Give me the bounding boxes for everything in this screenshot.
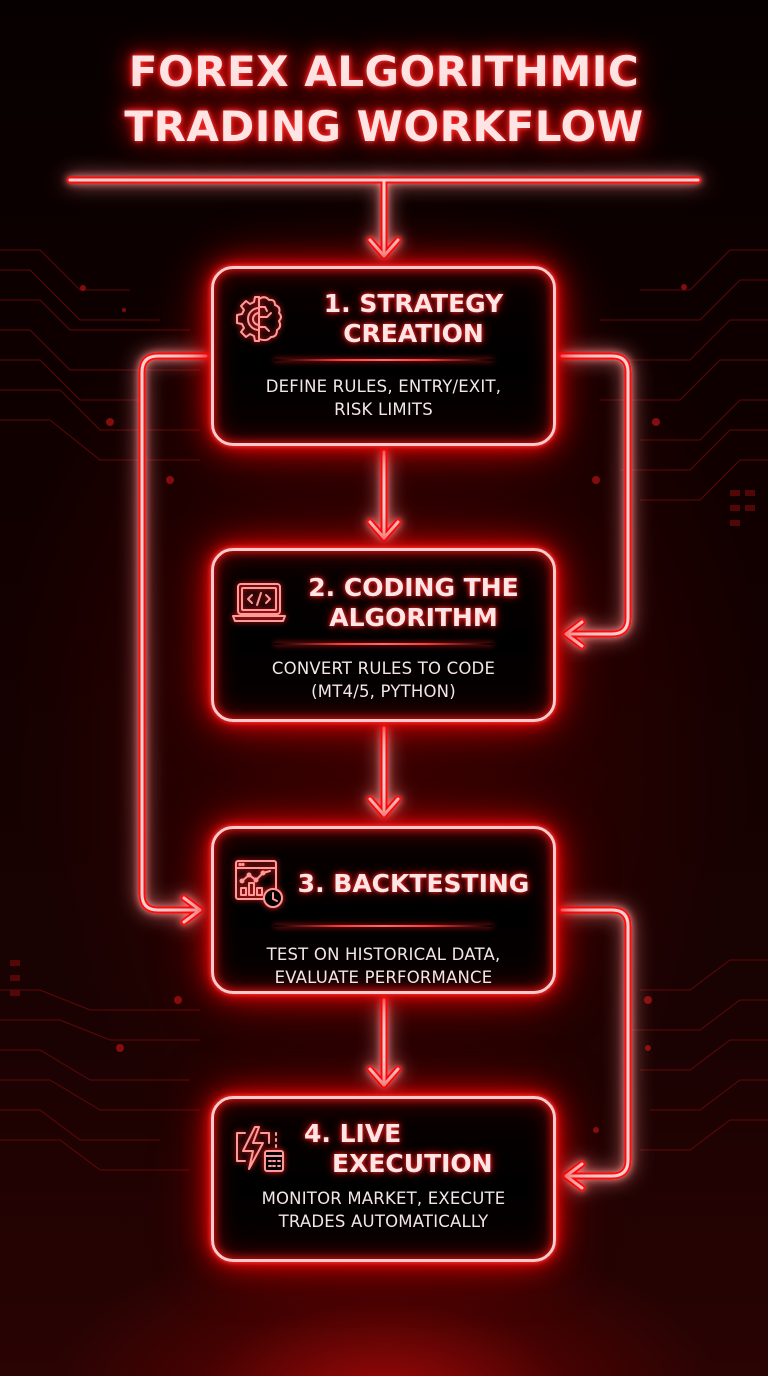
step-card-coding-the-algorithm: 2. CODING THE ALGORITHM CONVERT RULES TO… (211, 548, 556, 722)
step-title-line-1: 1. STRATEGY (323, 289, 504, 318)
step-card-live-execution: 4. LIVE EXECUTION MONITOR MARKET, EXECUT… (211, 1096, 556, 1262)
step-description-line-1: TEST ON HISTORICAL DATA, (266, 945, 501, 964)
page-title-line-1: FOREX ALGORITHMIC (128, 47, 640, 96)
step-description-line-1: DEFINE RULES, ENTRY/EXIT, (265, 377, 502, 396)
lightning-calculator-icon (230, 1120, 288, 1178)
step-description-line-2: RISK LIMITS (334, 400, 433, 419)
gear-brain-icon (230, 290, 288, 348)
step-title-line-2: ALGORITHM (329, 603, 498, 632)
step-description-line-2: EVALUATE PERFORMANCE (274, 968, 493, 987)
chart-clock-icon (230, 855, 288, 913)
step-title-line-1: 2. CODING THE (308, 573, 519, 602)
step-title-line-1: 3. BACKTESTING (297, 869, 530, 898)
page-title-line-2: TRADING WORKFLOW (124, 102, 644, 151)
step-description-line-1: CONVERT RULES TO CODE (271, 659, 496, 678)
step-card-backtesting: 3. BACKTESTING TEST ON HISTORICAL DATA, … (211, 826, 556, 994)
step-description-line-2: TRADES AUTOMATICALLY (278, 1212, 489, 1231)
card-divider (274, 643, 493, 645)
card-divider (274, 925, 493, 927)
card-divider (274, 359, 493, 361)
step-title-line-2: CREATION (343, 319, 484, 348)
step-card-strategy-creation: 1. STRATEGY CREATION DEFINE RULES, ENTRY… (211, 266, 556, 446)
laptop-code-icon (230, 574, 288, 632)
step-description-line-1: MONITOR MARKET, EXECUTE (261, 1189, 506, 1208)
step-description-line-2: (MT4/5, PYTHON) (311, 682, 456, 701)
step-title-line-1: 4. LIVE (304, 1119, 402, 1148)
step-title-line-2: EXECUTION (332, 1149, 493, 1178)
